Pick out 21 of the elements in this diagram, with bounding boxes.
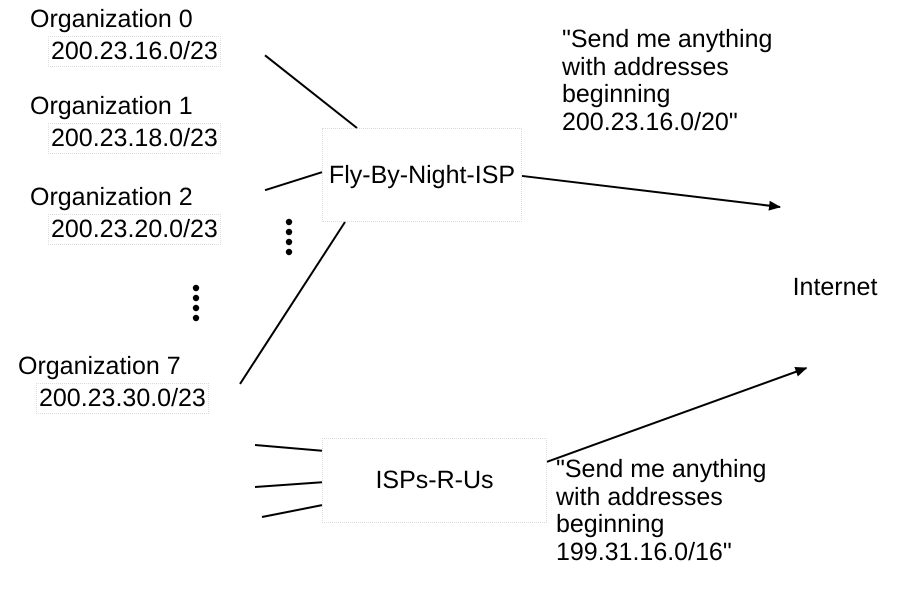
address-block-label: 200.23.16.0/23	[48, 36, 221, 66]
arrow	[546, 367, 808, 463]
address-block-label: 200.23.20.0/23	[48, 214, 221, 244]
connector-line	[262, 504, 322, 518]
isp-label: Fly-By-Night-ISP	[328, 160, 516, 190]
arrow	[522, 174, 781, 211]
network-label: Internet	[792, 272, 878, 302]
organization-label: Organization 7	[18, 352, 182, 381]
address-block-label: 200.23.30.0/23	[36, 382, 209, 414]
route-advertisement-text: "Send me anything with addresses beginning 199.31.16.0/16"	[556, 456, 768, 566]
connector-line	[264, 171, 322, 192]
route-advertisement-text: "Send me anything with addresses beginning 200.23.16.0/20"	[562, 26, 774, 136]
organization-label: Organization 1	[30, 92, 194, 121]
connector-line	[264, 54, 358, 129]
connector-line	[254, 444, 322, 452]
address-block-label: 200.23.18.0/23	[48, 122, 221, 154]
organization-label: Organization 0	[30, 5, 194, 34]
organization-label: Organization 2	[30, 183, 194, 212]
isp-label: ISPs-R-Us	[375, 466, 494, 495]
connector-line	[239, 221, 346, 385]
connector-line	[254, 481, 322, 488]
